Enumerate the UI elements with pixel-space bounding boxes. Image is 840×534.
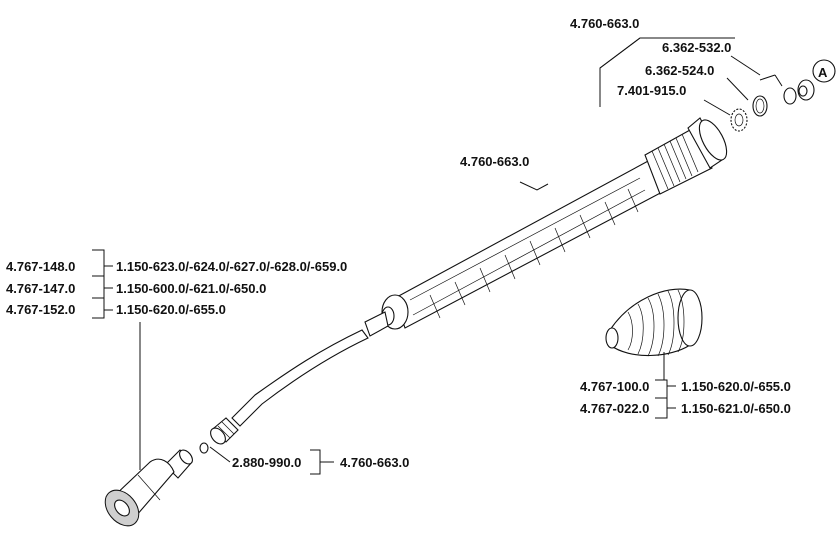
label-top-assembly: 4.760-663.0 <box>570 16 639 31</box>
left-label-block <box>92 249 113 319</box>
nut-fitting <box>210 417 239 445</box>
nozzle-tip <box>104 449 193 527</box>
label-left-1-range: 1.150-623.0/-624.0/-627.0/-628.0/-659.0 <box>116 259 347 274</box>
leader-lance-mid <box>519 181 549 191</box>
label-left-1-code: 4.767-148.0 <box>6 259 75 274</box>
nozzle-seat-part <box>759 74 815 105</box>
turbo-nozzle <box>605 288 703 357</box>
leader-532 <box>730 55 761 76</box>
bottom-label-bracket <box>310 449 334 475</box>
label-part-532: 6.362-532.0 <box>662 40 731 55</box>
label-right-2-range: 1.150-621.0/-650.0 <box>681 401 791 416</box>
label-lance-mid: 4.760-663.0 <box>460 154 529 169</box>
label-right-1-range: 1.150-620.0/-655.0 <box>681 379 791 394</box>
label-part-915: 7.401-915.0 <box>617 83 686 98</box>
label-part-524: 6.362-524.0 <box>645 63 714 78</box>
o-ring-inner <box>755 98 765 114</box>
o-ring-part <box>752 95 768 117</box>
star-washer-part <box>730 108 748 132</box>
callout-a-circle: A <box>812 59 836 83</box>
lance-grip <box>381 117 728 330</box>
label-left-2-range: 1.150-600.0/-621.0/-650.0 <box>116 281 266 296</box>
callout-a-label: A <box>818 65 828 80</box>
leader-915 <box>703 99 731 116</box>
label-right-2-code: 4.767-022.0 <box>580 401 649 416</box>
small-o-ring <box>199 442 209 454</box>
label-left-2-code: 4.767-147.0 <box>6 281 75 296</box>
leader-524 <box>726 77 749 101</box>
top-assembly-bracket <box>599 37 735 107</box>
label-bottom-code: 2.880-990.0 <box>232 455 301 470</box>
label-bottom-range: 4.760-663.0 <box>340 455 409 470</box>
lance-tube <box>231 311 389 427</box>
right-label-block <box>655 379 676 419</box>
label-left-3-range: 1.150-620.0/-655.0 <box>116 302 226 317</box>
label-left-3-code: 4.767-152.0 <box>6 302 75 317</box>
label-right-1-code: 4.767-100.0 <box>580 379 649 394</box>
leader-bottom <box>209 446 231 463</box>
